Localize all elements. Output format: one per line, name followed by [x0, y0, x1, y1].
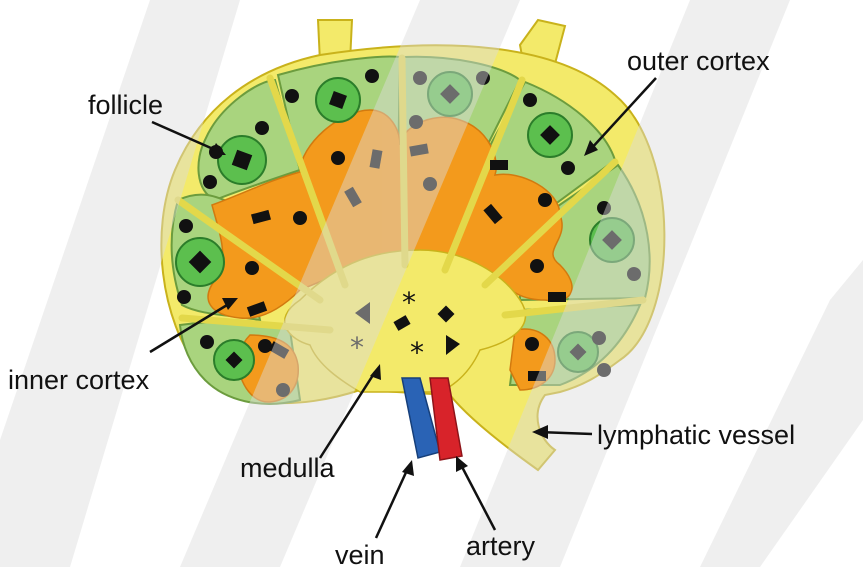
label-outer-cortex: outer cortex — [627, 48, 770, 75]
label-inner-cortex: inner cortex — [8, 367, 149, 394]
label-medulla: medulla — [240, 455, 335, 482]
label-vein: vein — [335, 542, 385, 569]
label-follicle: follicle — [88, 92, 163, 119]
svg-text:*: * — [402, 286, 416, 319]
svg-text:*: * — [410, 336, 424, 369]
label-artery: artery — [466, 533, 535, 560]
label-lymphatic-vessel: lymphatic vessel — [597, 422, 795, 449]
